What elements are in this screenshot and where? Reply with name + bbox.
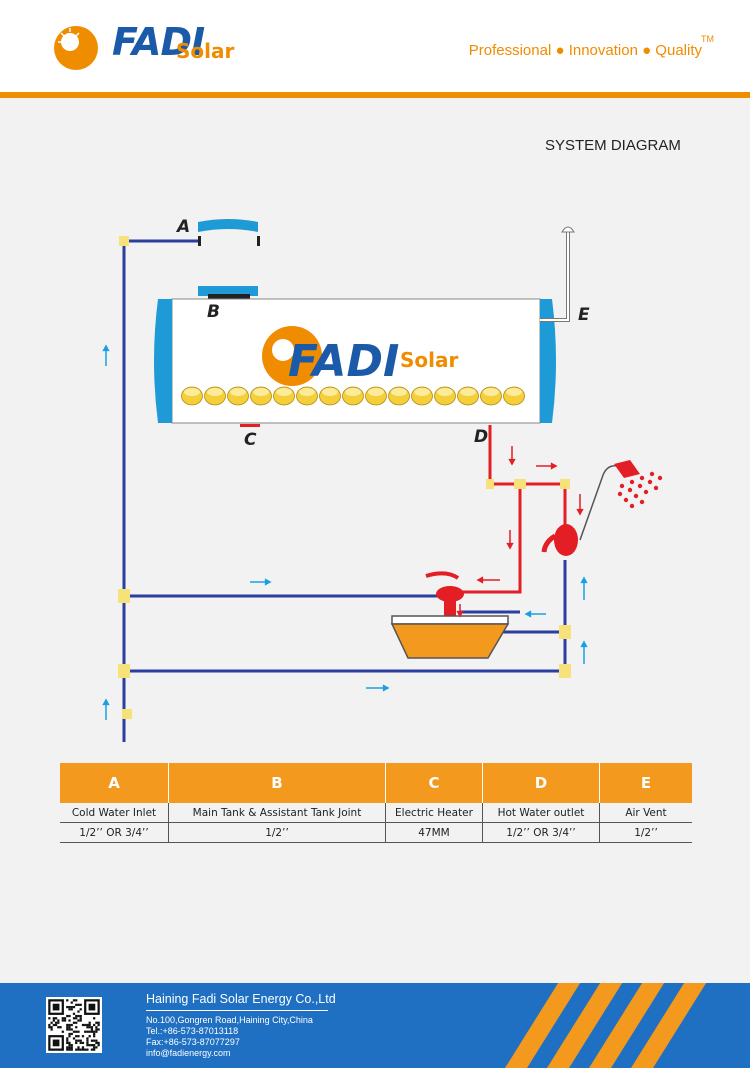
- table-cell: Air Vent: [599, 803, 692, 823]
- qr-code-icon: [46, 997, 102, 1053]
- electric-heater-mark: [240, 424, 260, 427]
- tagline: Professional ● Innovation ● Quality: [468, 42, 702, 59]
- table-cell: Cold Water Inlet: [60, 803, 169, 823]
- water-drop: [623, 497, 629, 503]
- tank-logo-wordmark: FADI: [288, 336, 399, 387]
- assistant-tank-top: [198, 219, 258, 232]
- water-drop: [653, 485, 659, 491]
- table-cell: 1/2’’ OR 3/4’’: [60, 822, 169, 843]
- label-e: E: [578, 305, 590, 325]
- shower-icon: [541, 460, 663, 556]
- tank-end-right: [540, 299, 556, 423]
- flow-arrow: [250, 578, 272, 586]
- table-header: B: [168, 763, 386, 803]
- company-name: Haining Fadi Solar Energy Co.,Ltd: [146, 992, 336, 1006]
- tank-logo-solar: Solar: [400, 348, 458, 372]
- water-drop: [649, 471, 655, 477]
- hot-pipes: [462, 425, 567, 594]
- logo-sun-icon: [54, 26, 98, 70]
- page-footer: Haining Fadi Solar Energy Co.,Ltd No.100…: [0, 983, 750, 1068]
- table-cell: 1/2’’: [168, 822, 386, 843]
- table-row: 1/2’’ OR 3/4’’ 1/2’’ 47MM 1/2’’ OR 3/4’’…: [60, 822, 692, 843]
- company-underline: [146, 1010, 328, 1011]
- table-cell: Hot Water outlet: [482, 803, 600, 823]
- flow-arrow: [580, 640, 588, 664]
- water-drop: [619, 483, 625, 489]
- tube-end: [319, 386, 341, 406]
- water-drop: [639, 499, 645, 505]
- page-header: FADI Solar Professional ● Innovation ● Q…: [0, 0, 750, 92]
- tube-end: [181, 386, 203, 406]
- logo-wordmark: FADI: [112, 20, 205, 64]
- water-drop: [627, 487, 633, 493]
- tube-end: [273, 386, 295, 406]
- tube-end: [250, 386, 272, 406]
- table-cell: 1/2’’ OR 3/4’’: [482, 822, 600, 843]
- label-d: D: [474, 427, 488, 447]
- tube-end: [411, 386, 433, 406]
- label-b: B: [207, 302, 220, 322]
- header-divider: [0, 92, 750, 98]
- flow-arrow: [476, 576, 500, 584]
- page-title: SYSTEM DIAGRAM: [545, 137, 681, 154]
- tank-end-left: [154, 299, 172, 423]
- table-header: E: [599, 763, 692, 803]
- pipe-joints: [118, 236, 571, 719]
- water-drop: [617, 491, 623, 497]
- table-cell: 47MM: [385, 822, 483, 843]
- flow-arrow: [456, 604, 464, 618]
- table-cell: 1/2’’: [599, 822, 692, 843]
- company-fax: Fax:+86-573-87077297: [146, 1037, 240, 1047]
- tube-end: [480, 386, 502, 406]
- water-drop: [629, 479, 635, 485]
- table-cell: Main Tank & Assistant Tank Joint: [168, 803, 386, 823]
- flow-arrow: [576, 494, 584, 516]
- company-address: No.100,Gongren Road,Haining City,China: [146, 1015, 313, 1025]
- water-drop: [629, 503, 635, 509]
- hot-flow-arrows: [456, 446, 584, 618]
- logo-solar-text: Solar: [176, 39, 235, 63]
- spec-table: A B C D E Cold Water Inlet Main Tank & A…: [60, 763, 692, 843]
- tube-end: [296, 386, 318, 406]
- flow-arrow: [102, 698, 110, 720]
- company-email: info@fadienergy.com: [146, 1048, 231, 1058]
- water-drop: [643, 489, 649, 495]
- water-drop: [657, 475, 663, 481]
- tube-end: [227, 386, 249, 406]
- company-tel: Tel.:+86-573-87013118: [146, 1026, 239, 1036]
- flow-arrow: [506, 530, 514, 550]
- label-c: C: [244, 430, 257, 450]
- tube-end: [342, 386, 364, 406]
- flow-arrow: [536, 462, 558, 470]
- basin-faucet: [390, 571, 510, 659]
- water-drop: [639, 475, 645, 481]
- flow-arrow: [580, 576, 588, 600]
- flow-arrow: [508, 446, 516, 466]
- trademark: TM: [701, 34, 714, 44]
- cold-flow-arrows: [102, 344, 588, 720]
- table-row: Cold Water Inlet Main Tank & Assistant T…: [60, 803, 692, 823]
- flow-arrow: [102, 344, 110, 366]
- table-cell: Electric Heater: [385, 803, 483, 823]
- system-diagram: FADI Solar A B C D E: [102, 217, 663, 742]
- tube-end: [365, 386, 387, 406]
- water-drop: [647, 479, 653, 485]
- water-drop: [637, 483, 643, 489]
- tube-end: [388, 386, 410, 406]
- label-a: A: [175, 217, 190, 237]
- table-header: A: [60, 763, 169, 803]
- air-vent-cap: [561, 226, 575, 233]
- tube-end: [457, 386, 479, 406]
- flow-arrow: [366, 684, 390, 692]
- tube-end: [434, 386, 456, 406]
- table-header: D: [482, 763, 600, 803]
- tube-end: [204, 386, 226, 406]
- flow-arrow: [524, 610, 546, 618]
- table-header: C: [385, 763, 483, 803]
- joint-b-cap: [198, 286, 258, 296]
- vacuum-tubes: [181, 386, 525, 406]
- water-drop: [633, 493, 639, 499]
- tube-end: [503, 386, 525, 406]
